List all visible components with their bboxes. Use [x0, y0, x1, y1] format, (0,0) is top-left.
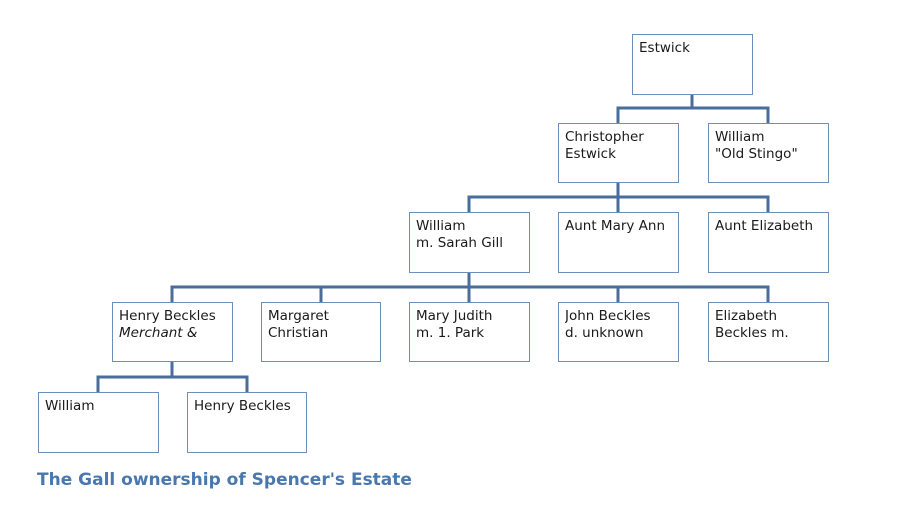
node-john-beckles-line-1: John Beckles: [565, 308, 651, 324]
node-estwick-line-1: Estwick: [639, 40, 690, 56]
node-henry-beckles-line-2: Merchant &: [119, 325, 198, 341]
node-william-old-stingo-line-1: William: [715, 129, 765, 145]
node-mary-judith-line-1: Mary Judith: [416, 308, 493, 324]
node-henry-beckles-child: Henry Beckles: [187, 392, 307, 453]
node-mary-judith: Mary Judith m. 1. Park: [409, 302, 530, 362]
node-christopher-estwick-line-2: Estwick: [565, 146, 616, 162]
node-henry-beckles: Henry Beckles Merchant &: [112, 302, 233, 362]
node-aunt-mary-ann-line-1: Aunt Mary Ann: [565, 218, 666, 234]
diagram-caption: The Gall ownership of Spencer's Estate: [37, 470, 412, 490]
node-william-child-line-1: William: [45, 398, 95, 414]
node-john-beckles-line-2: d. unknown: [565, 325, 644, 341]
node-aunt-elizabeth-line-1: Aunt Elizabeth: [715, 218, 814, 234]
node-elizabeth-beckles: Elizabeth Beckles m.: [708, 302, 829, 362]
node-margaret-christian-line-1: Margaret: [268, 308, 329, 324]
node-william-child: William: [38, 392, 159, 453]
node-william-old-stingo: William "Old Stingo": [708, 123, 829, 183]
node-estwick: Estwick: [632, 34, 753, 95]
node-christopher-estwick: Christopher Estwick: [558, 123, 679, 183]
node-william-sarah-gill-line-1: William: [416, 218, 466, 234]
node-aunt-mary-ann: Aunt Mary Ann: [558, 212, 679, 273]
node-elizabeth-beckles-line-2: Beckles m.: [715, 325, 789, 341]
node-elizabeth-beckles-line-1: Elizabeth: [715, 308, 778, 324]
node-henry-beckles-child-line-1: Henry Beckles: [194, 398, 291, 414]
node-henry-beckles-line-1: Henry Beckles: [119, 308, 216, 324]
node-william-sarah-gill: William m. Sarah Gill: [409, 212, 530, 273]
node-aunt-elizabeth: Aunt Elizabeth: [708, 212, 829, 273]
node-christopher-estwick-line-1: Christopher: [565, 129, 644, 145]
node-margaret-christian: Margaret Christian: [261, 302, 381, 362]
node-margaret-christian-line-2: Christian: [268, 325, 329, 341]
node-william-sarah-gill-line-2: m. Sarah Gill: [416, 235, 503, 251]
node-john-beckles: John Beckles d. unknown: [558, 302, 679, 362]
node-william-old-stingo-line-2: "Old Stingo": [715, 146, 798, 162]
node-mary-judith-line-2: m. 1. Park: [416, 325, 485, 341]
